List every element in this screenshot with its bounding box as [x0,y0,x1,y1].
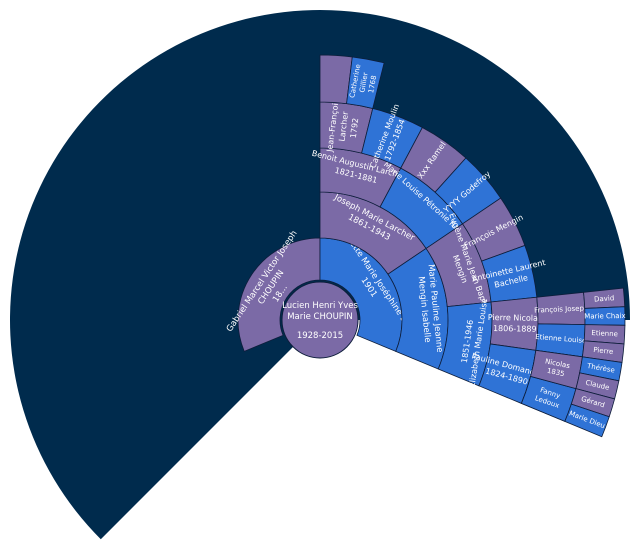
center-name-line1: Lucien Henri Yves [282,301,358,311]
ancestor-text-line: Pierre Nicolas [488,313,542,323]
ancestor-francois-m[interactable]: François Mengin [462,197,526,262]
ancestor-text-line: David [594,294,615,303]
ancestor-text-line: 1768 [367,75,378,94]
ancestor-text-line: Etienne [591,329,618,338]
center-name-line2: Marie CHOUPIN [287,312,353,322]
ancestor-text-line: Marie Chaix [584,312,625,321]
ancestor-claude[interactable]: Claude [575,372,620,400]
center-person[interactable]: Lucien Henri Yves Marie CHOUPIN 1928-201… [281,281,359,359]
center-person-circle[interactable] [281,281,359,359]
ancestor-sector[interactable] [237,237,321,352]
ancestor-marie-d[interactable]: Marie Dieu [564,403,610,438]
ancestor-text-line: François Joseph [534,304,589,314]
ancestor-text-line: 1835 [546,367,565,378]
ancestor-text-line: Gillier [358,72,370,94]
ancestor-sectors: Gabriel Marcel Victor JosephCHOUPIN18...… [225,54,626,438]
ancestor-francois-j[interactable]: François Joseph [534,291,589,326]
ancestor-marie-chaix[interactable]: Marie Chaix [584,306,626,326]
ancestor-text-line: 1792 [349,117,360,138]
ancestor-sector[interactable] [346,56,385,109]
ancestor-text-line: 1806-1889 [493,324,537,334]
ancestor-text-line: Pierre [593,346,614,356]
center-dates: 1928-2015 [297,331,343,341]
ancestor-text-line: Larcher [337,110,350,142]
ancestor-sector[interactable] [564,403,610,438]
ancestor-text-line: Etienne Louise [535,333,587,345]
ancestor-yyyy[interactable]: YYYY Godefroy [434,157,502,225]
